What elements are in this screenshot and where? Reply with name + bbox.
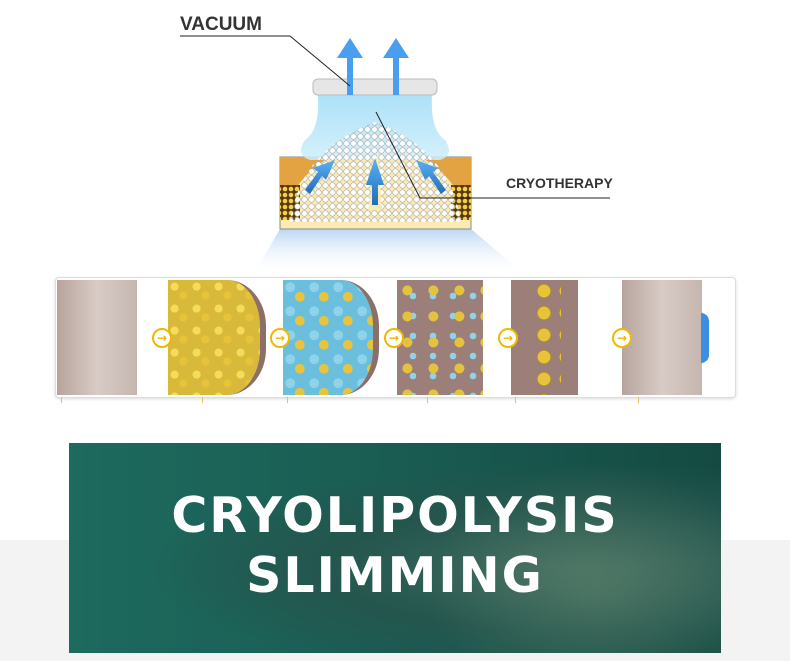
applicator-bar (312, 78, 438, 96)
cryotherapy-label: CRYOTHERAPY (506, 175, 613, 191)
banner-title-line2: SLIMMING (246, 547, 544, 604)
stage-fat-reduced (511, 280, 578, 395)
vacuum-label: VACUUM (180, 14, 262, 35)
pressure-arrow-icon (305, 158, 446, 205)
cryotherapy-leader-line (375, 111, 610, 199)
tick (61, 397, 62, 403)
tick (427, 397, 428, 403)
vacuum-arrow-icon (337, 38, 409, 95)
banner-title-line1: CRYOLIPOLYSIS (171, 487, 619, 544)
tick (202, 397, 203, 403)
reduced-fat-indicator (701, 313, 709, 363)
arrow-right-circle-icon: → (612, 328, 632, 348)
arrow-right-circle-icon: → (152, 328, 172, 348)
process-strip: → → → → → (55, 277, 736, 398)
light-beam (253, 229, 525, 275)
tick (638, 397, 639, 403)
stage-skin-before (57, 280, 137, 395)
tick (515, 397, 516, 403)
stage-fat-cells (168, 280, 266, 395)
stage-skin-after (622, 280, 702, 395)
cryolipolysis-diagram (180, 35, 610, 275)
vacuum-leader-line (180, 35, 351, 87)
banner-photo-overlay (399, 443, 721, 653)
cryolipolysis-banner: CRYOLIPOLYSIS SLIMMING (69, 443, 721, 653)
arrow-right-circle-icon: → (384, 328, 404, 348)
arrow-right-circle-icon: → (498, 328, 518, 348)
stage-fat-cells-freezing (283, 280, 379, 395)
tick (287, 397, 288, 403)
arrow-right-circle-icon: → (270, 328, 290, 348)
stage-fat-cells-dying (397, 280, 483, 395)
